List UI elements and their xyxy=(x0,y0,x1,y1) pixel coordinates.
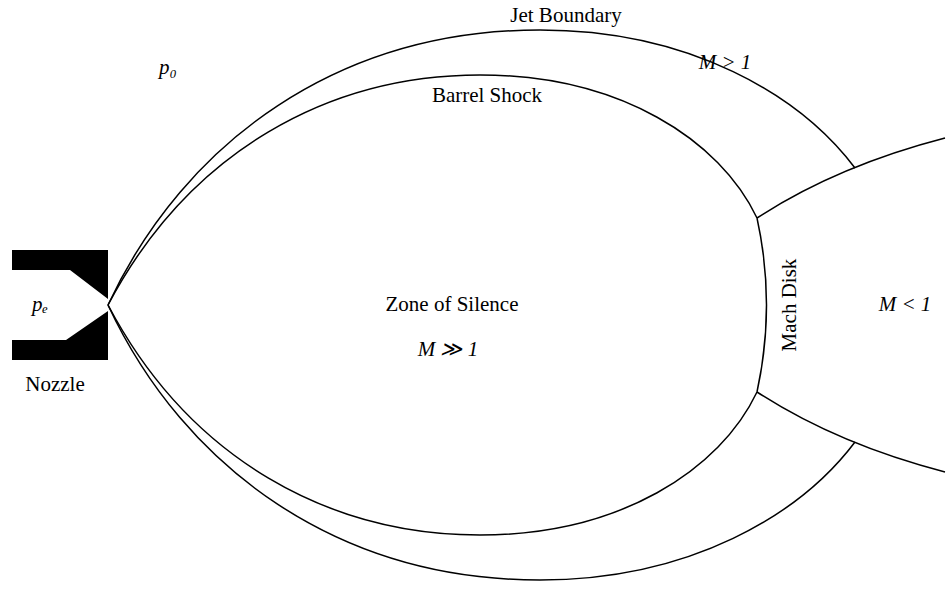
nozzle-wall xyxy=(12,311,108,360)
part-label: Nozzle xyxy=(25,373,84,396)
boundary-label: Jet Boundary xyxy=(510,4,621,27)
jet-boundary xyxy=(108,305,855,580)
barrel-shock xyxy=(108,305,757,535)
pressure-label: pₑ xyxy=(32,293,48,316)
mach-number: M > 1 xyxy=(699,51,752,74)
shock-label: Barrel Shock xyxy=(432,84,542,107)
pressure-label: p₀ xyxy=(159,56,177,79)
disk-label: Mach Disk xyxy=(778,259,801,352)
mach-disk xyxy=(757,218,767,392)
reflected-shock xyxy=(757,138,945,218)
nozzle-wall xyxy=(12,250,108,299)
mach-number: M ≫ 1 xyxy=(418,338,479,361)
region-label: Zone of Silence xyxy=(386,293,519,316)
jet-boundary xyxy=(108,30,855,305)
barrel-shock xyxy=(108,75,757,305)
mach-number: M < 1 xyxy=(879,293,932,316)
reflected-shock xyxy=(757,392,945,472)
